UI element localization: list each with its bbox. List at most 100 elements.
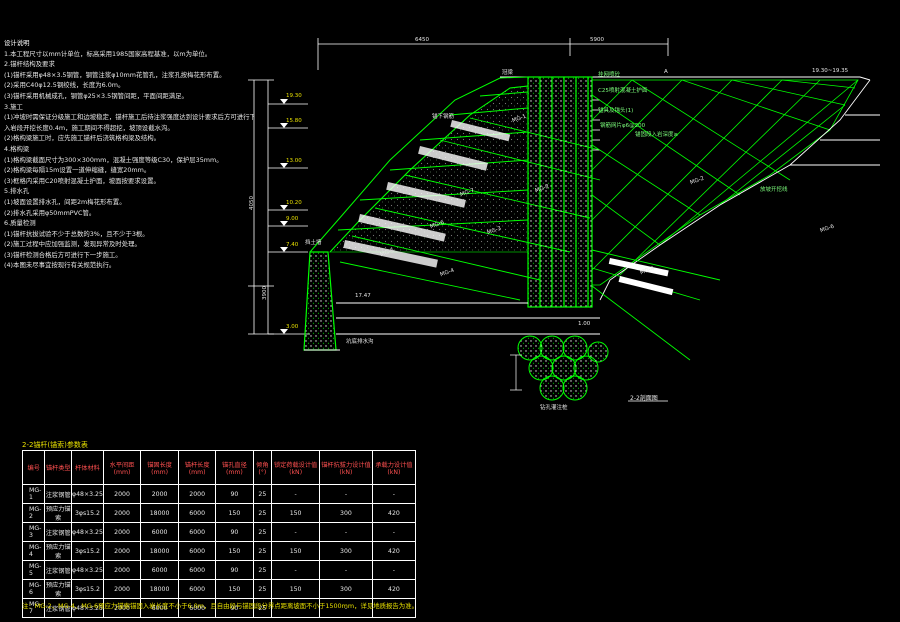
table-cell: 25 (252, 541, 273, 561)
note-line: (1)冲坡时需保证分级施工和边坡稳定，锚杆施工后待注浆强度达到设计要求后方可进行… (4, 113, 254, 122)
table-cell: 预应力锚索 (44, 579, 72, 599)
label-anchor-note: C25喷射混凝土护面 (598, 88, 648, 94)
table-header-cell: 编号 (21, 450, 46, 485)
label-kp-left: 17.47 (355, 293, 371, 299)
table-cell: - (371, 598, 417, 618)
label-cap-beam: 冠梁 (502, 70, 514, 76)
elev-2: 15.80 (286, 118, 302, 124)
label-ground-elev: 19.30~19.35 (812, 68, 849, 74)
table-cell: φ48×3.25 (71, 484, 104, 504)
table-cell: - (271, 522, 321, 542)
table-header-cell: 锚杆抗拔力设计值(kN) (319, 450, 373, 485)
table-cell: 2000 (178, 484, 217, 504)
table-cell: 6000 (140, 560, 180, 580)
note-line: (3)框格内采用C20喷射混凝土护面，坡面按要求设置。 (4, 176, 160, 185)
table-cell: MG-7 (21, 598, 46, 618)
table-cell: 3φs15.2 (71, 579, 104, 599)
note-line: 1.本工程尺寸以mm计单位，标高采用1985国家高程基准，以m为单位。 (4, 49, 212, 58)
table-cell: MG-3 (21, 522, 46, 542)
note-line: (1)格构梁截面尺寸为300×300mm，混凝土强度等级C30，保护层35mm。 (4, 155, 223, 164)
table-cell: 25 (252, 579, 273, 599)
note-line: 6.质量检测 (4, 219, 36, 228)
elevation-ticks (280, 99, 288, 334)
table-cell: MG-1 (21, 484, 46, 504)
right-anchors (591, 249, 721, 361)
table-cell: 6000 (140, 522, 180, 542)
table-cell: 3φs15.2 (71, 503, 104, 523)
table-cell: φ48×3.25 (71, 522, 104, 542)
table-cell: 2000 (102, 560, 142, 580)
right-mesh (591, 79, 859, 286)
table-cell: 150 (215, 541, 254, 561)
label-anchor-note2: 锚具及锚头(1) (598, 108, 634, 114)
table-cell: 150 (271, 503, 321, 523)
table-cell: 25 (252, 484, 273, 504)
design-notes: 设计说明 1.本工程尺寸以mm计单位，标高采用1985国家高程基准，以m为单位。 2… (4, 38, 254, 271)
dim-left-total: 4050 (249, 196, 255, 210)
table-cell: 注浆钢管 (44, 484, 72, 504)
table-cell: 300 (319, 579, 373, 599)
note-line: (3)锚杆采用机械成孔，钢管φ25×3.5钢管间距，平面间距满足。 (4, 91, 188, 100)
table-cell: - (271, 484, 321, 504)
table-footnote: 注：MG-2、MG-4、MG-6预应力锚索锚固入岩长度不小于6.0m，且自由段与… (22, 602, 418, 610)
table-cell: 2000 (102, 579, 142, 599)
table-cell: 2000 (102, 541, 142, 561)
table-cell: 6000 (178, 503, 217, 523)
table-cell: MG-6 (21, 579, 46, 599)
label-a-mark: A (664, 69, 668, 75)
table-cell: 注浆钢管 (44, 522, 72, 542)
note-line: 2.锚杆结构及要求 (4, 60, 55, 69)
table-cell: 420 (371, 541, 417, 561)
table-cell: φ48×3.25 (71, 560, 104, 580)
label-pile-group: 钻孔灌注桩 (540, 405, 568, 411)
table-cell: 预应力锚索 (44, 541, 72, 561)
note-line: (4)本图未尽事宜按现行有关规范执行。 (4, 261, 116, 270)
table-cell: 2000 (102, 484, 142, 504)
label-rebar-note: 钢筋网片φ6@200 (600, 123, 646, 129)
label-drain: 坑底排水沟 (346, 339, 374, 345)
table-header-cell: 锚杆类型 (44, 450, 72, 485)
table-cell: 150 (215, 503, 254, 523)
elev-1: 19.30 (286, 93, 302, 99)
table-cell: 6000 (178, 522, 217, 542)
table-cell: - (319, 522, 373, 542)
label-crown-beam: 锚下钢筋 (432, 114, 455, 120)
table-cell: 2000 (102, 503, 142, 523)
label-drain-bottom: 1.00 (578, 321, 591, 327)
table-cell: MG-2 (21, 503, 46, 523)
anchor-parameter-table: 编号锚杆类型杆体材料水平间距(mm)锚固长度(mm)锚杆长度(mm)锚孔直径(m… (21, 450, 417, 618)
dim-top-right: 5900 (590, 37, 604, 43)
dim-top-left: 6450 (415, 37, 429, 43)
left-slope (309, 76, 529, 253)
table-cell: 18000 (140, 541, 180, 561)
table-header-cell: 锁定荷载设计值(kN) (271, 450, 321, 485)
table-cell: 150 (271, 541, 321, 561)
top-dimension (317, 38, 669, 70)
table-cell: MG-5 (21, 560, 46, 580)
dim-left-lower: 3900 (262, 286, 268, 300)
label-side-slope: 放坡开挖线 (760, 187, 788, 193)
table-cell: 6000 (178, 579, 217, 599)
note-line: 设计说明 (4, 39, 30, 47)
table-cell: 420 (371, 503, 417, 523)
table-cell: 300 (319, 541, 373, 561)
table-cell: 150 (271, 579, 321, 599)
table-cell: 2000 (102, 522, 142, 542)
table-cell: - (271, 560, 321, 580)
note-line: 入岩段开挖长度0.4m，施工期间不得超挖，坡顶设截水沟。 (4, 123, 174, 132)
wall-ticks (592, 99, 600, 151)
note-line: (2)施工过程中应加强监测，发现异常及时处理。 (4, 240, 141, 249)
table-title: 2-2锚杆(锚索)参数表 (22, 441, 88, 449)
note-line: (2)排水孔采用φ50mmPVC管。 (4, 208, 96, 217)
elev-5: 9.00 (286, 216, 299, 222)
right-slope (599, 79, 880, 301)
pile-group (517, 335, 609, 401)
table-header-cell: 水平间距(mm) (102, 450, 142, 485)
base-lines (304, 302, 600, 351)
table-cell: 25 (252, 503, 273, 523)
